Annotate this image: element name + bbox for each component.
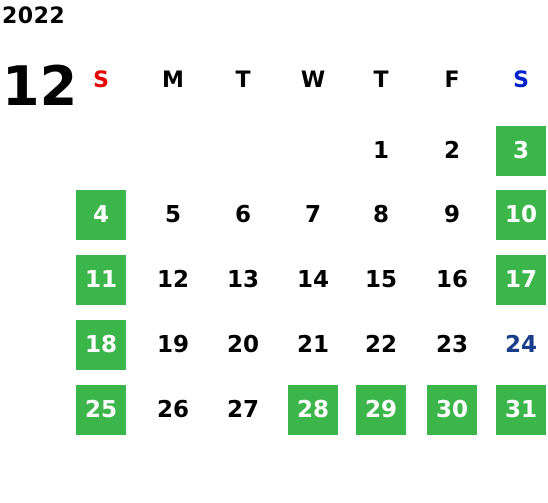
day-cell-9[interactable]: 9 [443,202,460,228]
weekday-header-thursday: T [373,68,389,93]
day-cell-27[interactable]: 27 [226,397,259,423]
day-cell-12[interactable]: 12 [156,267,189,293]
day-cell-28-holiday[interactable]: 28 [288,385,338,435]
day-cell-26[interactable]: 26 [156,397,189,423]
weekday-header-sunday: S [93,68,109,93]
day-cell-3-holiday[interactable]: 3 [496,126,546,176]
weekday-header-monday: M [162,68,184,93]
weekday-header-tuesday: T [235,68,251,93]
day-cell-5[interactable]: 5 [164,202,181,228]
day-cell-19[interactable]: 19 [156,332,189,358]
day-cell-16[interactable]: 16 [435,267,468,293]
day-cell-7[interactable]: 7 [304,202,321,228]
year-label: 2022 [2,4,66,29]
weekday-header-friday: F [444,68,460,93]
day-cell-31-holiday[interactable]: 31 [496,385,546,435]
day-cell-24[interactable]: 24 [504,332,537,358]
weekday-header-saturday: S [513,68,529,93]
weekday-header-wednesday: W [300,68,326,93]
day-cell-6[interactable]: 6 [234,202,251,228]
day-cell-17-holiday[interactable]: 17 [496,255,546,305]
day-cell-1[interactable]: 1 [372,138,389,164]
day-cell-20[interactable]: 20 [226,332,259,358]
day-cell-22[interactable]: 22 [364,332,397,358]
day-cell-10-holiday[interactable]: 10 [496,190,546,240]
day-cell-29-holiday[interactable]: 29 [356,385,406,435]
month-number: 12 [2,55,78,118]
day-cell-18-holiday[interactable]: 18 [76,320,126,370]
day-cell-13[interactable]: 13 [226,267,259,293]
day-cell-14[interactable]: 14 [296,267,329,293]
day-cell-30-holiday[interactable]: 30 [427,385,477,435]
day-cell-21[interactable]: 21 [296,332,329,358]
day-cell-25-holiday[interactable]: 25 [76,385,126,435]
day-cell-11-holiday[interactable]: 11 [76,255,126,305]
day-cell-8[interactable]: 8 [372,202,389,228]
day-cell-2[interactable]: 2 [443,138,460,164]
day-cell-23[interactable]: 23 [435,332,468,358]
day-cell-4-holiday[interactable]: 4 [76,190,126,240]
day-cell-15[interactable]: 15 [364,267,397,293]
